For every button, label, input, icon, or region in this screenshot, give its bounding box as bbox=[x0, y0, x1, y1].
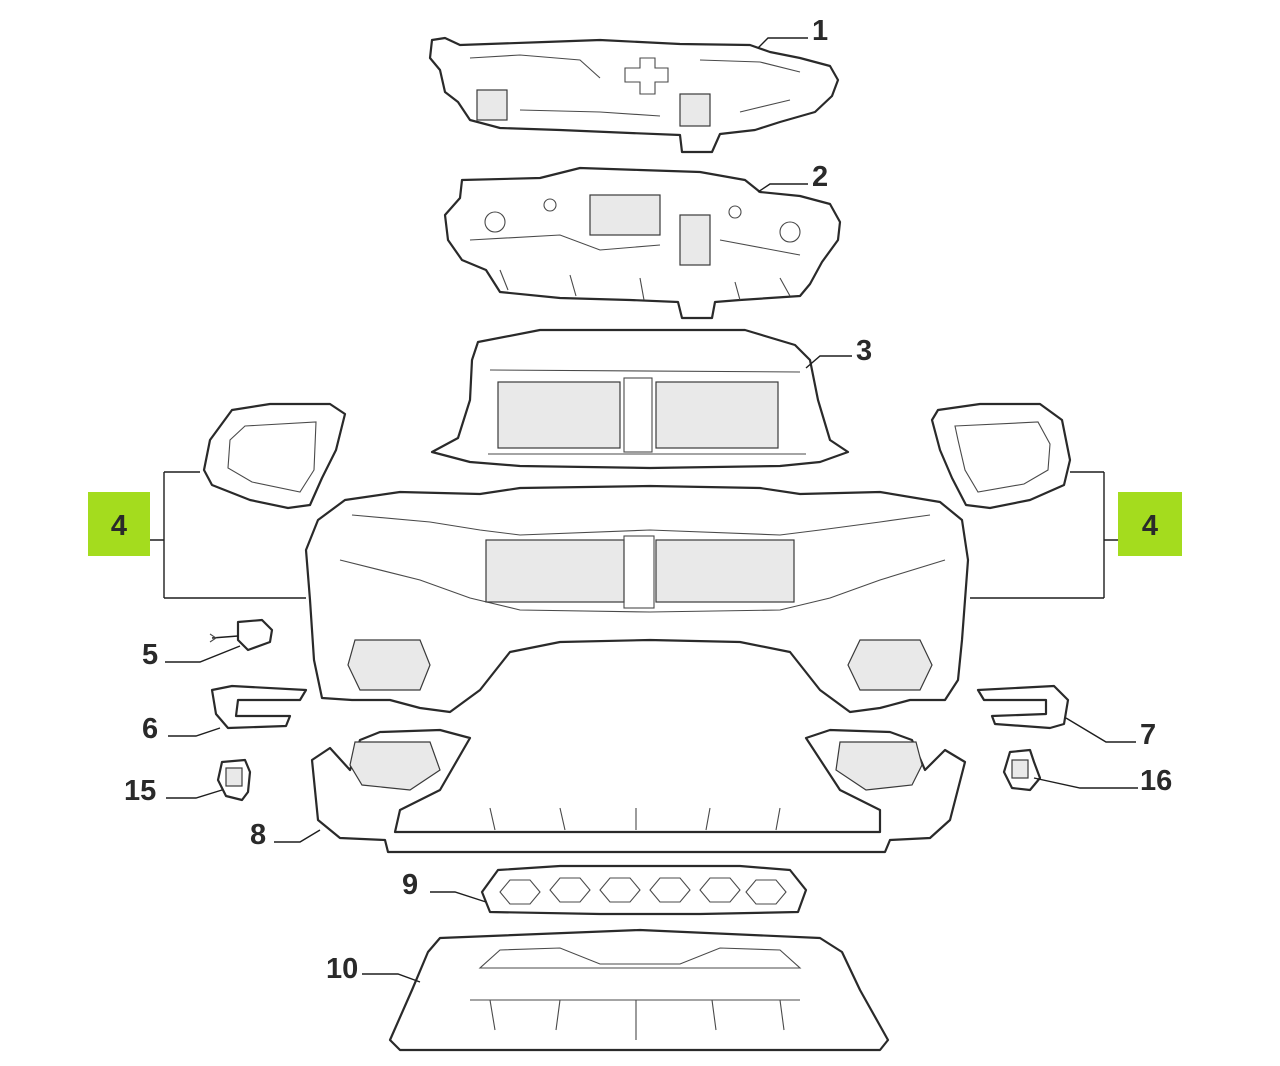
callout-9: 9 bbox=[402, 869, 418, 901]
callout-6: 6 bbox=[142, 713, 158, 745]
part-5-cap[interactable] bbox=[209, 618, 274, 652]
callout-1: 1 bbox=[812, 15, 828, 47]
part-4-bumper-fascia[interactable] bbox=[304, 484, 970, 714]
callout-8: 8 bbox=[250, 819, 266, 851]
part-1-upper-shield[interactable] bbox=[428, 36, 840, 154]
callout-3: 3 bbox=[856, 335, 872, 367]
part-4-right-fog-bezel[interactable] bbox=[930, 402, 1072, 510]
highlight-box-4-right bbox=[1118, 492, 1182, 556]
callout-15: 15 bbox=[124, 775, 156, 807]
leader-lines bbox=[150, 37, 1138, 983]
highlight-box-4-left bbox=[88, 492, 150, 556]
part-3-grille-carrier[interactable] bbox=[430, 328, 850, 470]
callout-7: 7 bbox=[1140, 719, 1156, 751]
part-10-skid-plate[interactable] bbox=[388, 928, 890, 1052]
part-15-left-bracket[interactable] bbox=[216, 758, 252, 802]
callout-10: 10 bbox=[326, 953, 358, 985]
callout-5: 5 bbox=[142, 639, 158, 671]
callout-16: 16 bbox=[1140, 765, 1172, 797]
part-9-lower-grille[interactable] bbox=[480, 864, 808, 916]
part-2-radiator-support[interactable] bbox=[443, 166, 842, 320]
part-4-left-fog-bezel[interactable] bbox=[202, 402, 347, 510]
part-8-lower-bumper[interactable] bbox=[310, 728, 967, 854]
part-16-right-bracket[interactable] bbox=[1002, 748, 1042, 792]
callout-4-right: 4 bbox=[1142, 510, 1158, 542]
part-6-left-trim[interactable] bbox=[210, 684, 308, 730]
part-7-right-trim[interactable] bbox=[976, 684, 1070, 730]
callout-2: 2 bbox=[812, 161, 828, 193]
callout-labels: 1 2 3 4 4 5 6 7 8 9 10 15 16 bbox=[88, 15, 1182, 985]
callout-4-left: 4 bbox=[111, 510, 127, 542]
